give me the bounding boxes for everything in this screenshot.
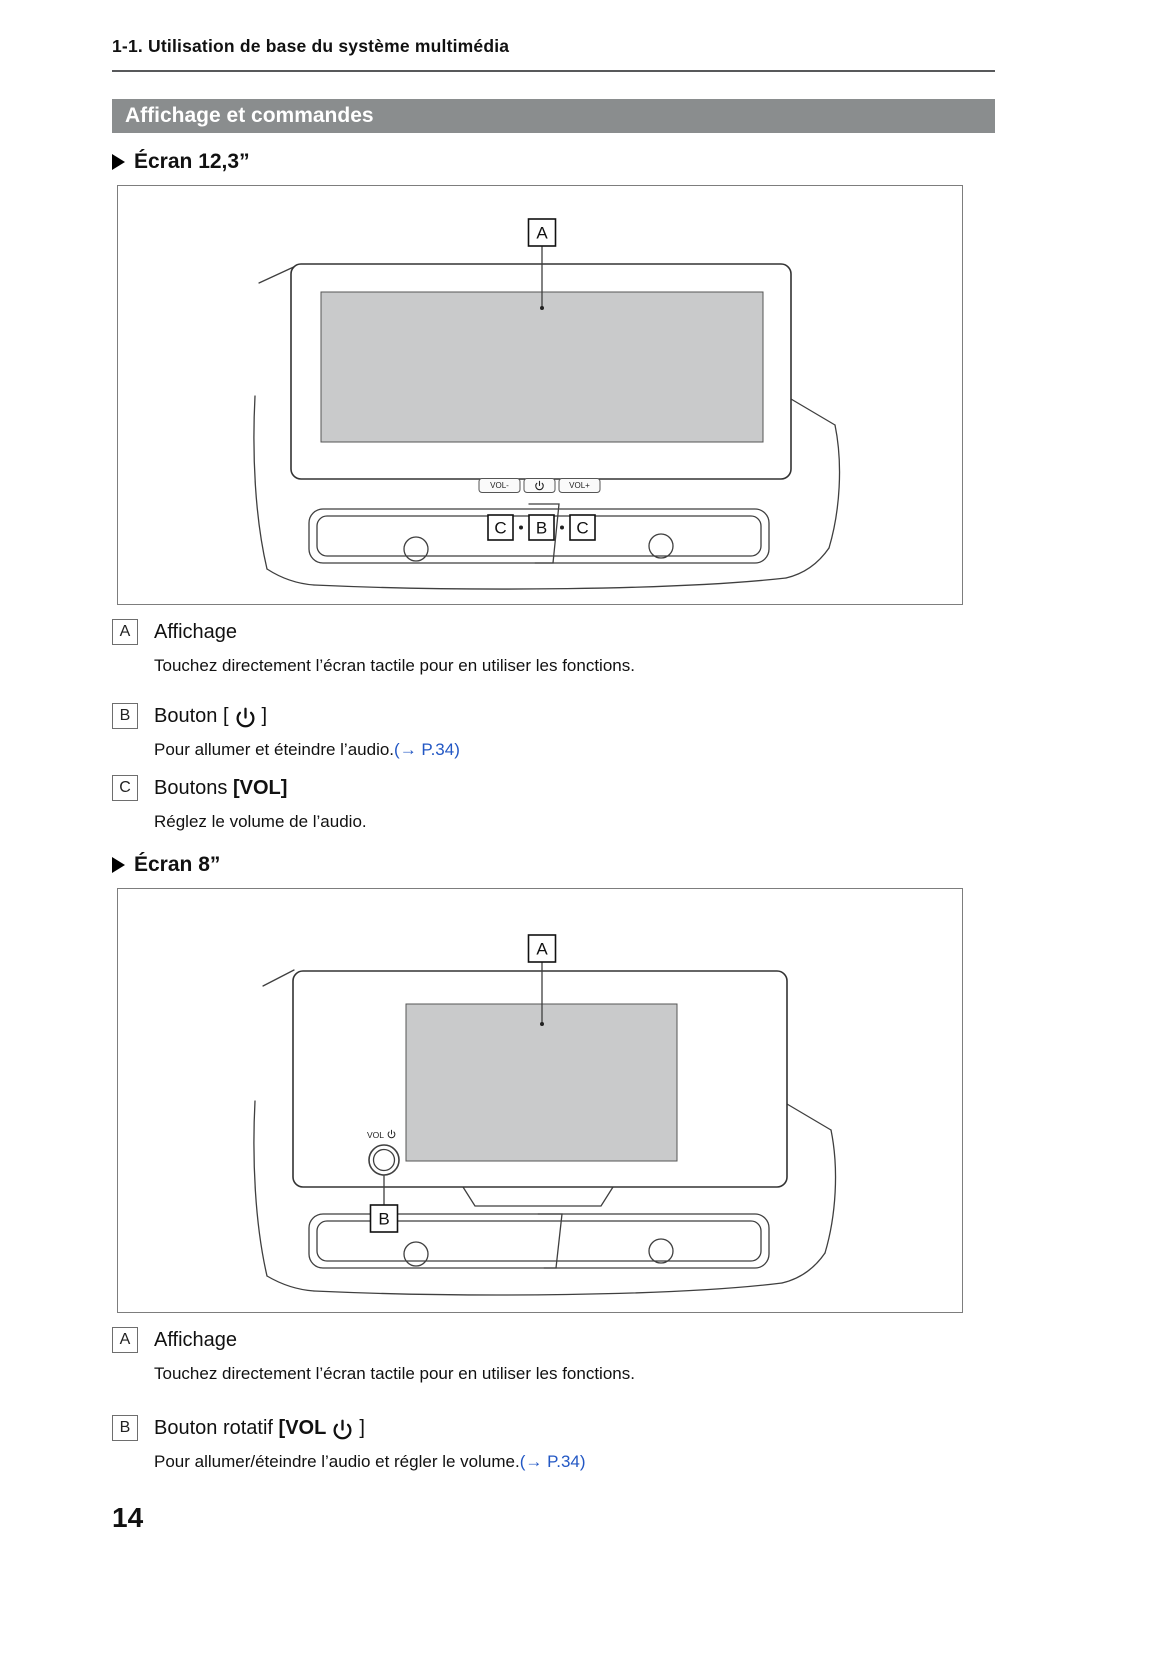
legend-item-a: A Affichage Touchez directement l’écran …: [112, 619, 995, 677]
legend-item-b: B Bouton [] Pour allumer et éteindre l’a…: [112, 703, 995, 761]
arrow-bullet-icon: [112, 154, 125, 170]
item-marker-b: B: [112, 1415, 138, 1442]
figure-12-3-inch: VOL- VOL+ A C B: [117, 185, 963, 605]
dash-vent-circle-right: [648, 1238, 674, 1264]
svg-text:VOL-: VOL-: [490, 481, 509, 490]
item-desc: Réglez le volume de l’audio.: [154, 812, 367, 832]
dashboard-outline: [253, 264, 841, 590]
item-marker-a: A: [112, 619, 138, 645]
item-desc: Touchez directement l’écran tactile pour…: [154, 656, 635, 675]
dash-vent-circle-right: [648, 533, 674, 559]
page-34-link[interactable]: (→ P.34): [394, 740, 460, 760]
page-content: 1-1. Utilisation de base du système mult…: [112, 0, 995, 1473]
header-divider: [112, 70, 995, 72]
svg-text:A: A: [536, 224, 548, 243]
page-number: 14: [112, 1502, 144, 1533]
dash-center-divider: [528, 503, 560, 564]
touchscreen: [320, 291, 764, 443]
svg-text:A: A: [536, 940, 548, 959]
heading-ecran-8-label: Écran 8”: [134, 853, 221, 877]
svg-text:C: C: [576, 519, 588, 538]
dash-vent-circle-left: [403, 1241, 429, 1267]
label-dot: [519, 525, 523, 530]
svg-text:B: B: [378, 1210, 389, 1229]
vol-minus-button: VOL-: [478, 478, 521, 493]
section-banner: Affichage et commandes: [112, 99, 995, 133]
vol-plus-button: VOL+: [558, 478, 601, 493]
figure-8-inch: VOL A B: [117, 888, 963, 1314]
figure-8-drawing: VOL A B: [253, 934, 837, 1296]
heading-ecran-12-label: Écran 12,3”: [134, 150, 250, 173]
item-marker-b: B: [112, 703, 138, 730]
figure-label-c-right: C: [569, 514, 596, 541]
legend-12-3: A Affichage Touchez directement l’écran …: [112, 619, 995, 833]
figure-label-a: A: [527, 218, 557, 310]
svg-text:VOL: VOL: [367, 1130, 384, 1140]
svg-text:B: B: [536, 519, 547, 538]
section-banner-title: Affichage et commandes: [125, 104, 374, 127]
arrow-bullet-icon: [112, 857, 125, 874]
legend-item-c: C Boutons [VOL] Réglez le volume de l’au…: [112, 775, 995, 833]
item-desc: Pour allumer et éteindre l’audio.(→ P.34…: [154, 740, 460, 760]
figure-label-a: A: [527, 934, 557, 1027]
power-icon: [332, 1419, 353, 1440]
touchscreen: [405, 1003, 678, 1162]
dash-center-divider: [537, 1213, 563, 1269]
power-icon: [235, 707, 256, 728]
item-title: Bouton []: [154, 704, 268, 728]
legend-item-b: B Bouton rotatif [VOL] Pour allumer/étei…: [112, 1415, 995, 1473]
breadcrumb: 1-1. Utilisation de base du système mult…: [112, 36, 510, 56]
item-title: Affichage: [154, 1328, 238, 1351]
item-marker-c: C: [112, 775, 138, 802]
figure-12-3-drawing: VOL- VOL+ A C B: [253, 218, 841, 590]
legend-8: A Affichage Touchez directement l’écran …: [112, 1327, 995, 1473]
item-desc: Touchez directement l’écran tactile pour…: [154, 1364, 635, 1384]
item-desc: Pour allumer/éteindre l’audio et régler …: [154, 1452, 586, 1472]
label-dot: [560, 525, 564, 530]
item-title: Boutons [VOL]: [154, 776, 288, 799]
item-title: Bouton rotatif [VOL]: [154, 1416, 365, 1440]
page-34-link[interactable]: (→ P.34): [519, 1452, 586, 1472]
svg-text:VOL+: VOL+: [569, 481, 590, 490]
heading-ecran-8: Écran 8”: [112, 853, 995, 877]
item-marker-a: A: [112, 1327, 138, 1354]
dash-vent-circle-left: [403, 536, 429, 562]
figure-label-c-left: C: [487, 514, 514, 541]
item-title: Affichage: [154, 620, 238, 643]
dashboard-outline: [253, 969, 837, 1296]
figure-label-b: B: [528, 514, 555, 541]
legend-item-a: A Affichage Touchez directement l’écran …: [112, 1327, 995, 1385]
volume-power-knob: VOL: [367, 1130, 400, 1177]
heading-ecran-12: Écran 12,3”: [112, 150, 995, 174]
figure-label-b: B: [369, 1175, 399, 1234]
display-stand: [462, 1186, 614, 1207]
svg-text:C: C: [494, 519, 506, 538]
power-button: [523, 478, 556, 493]
